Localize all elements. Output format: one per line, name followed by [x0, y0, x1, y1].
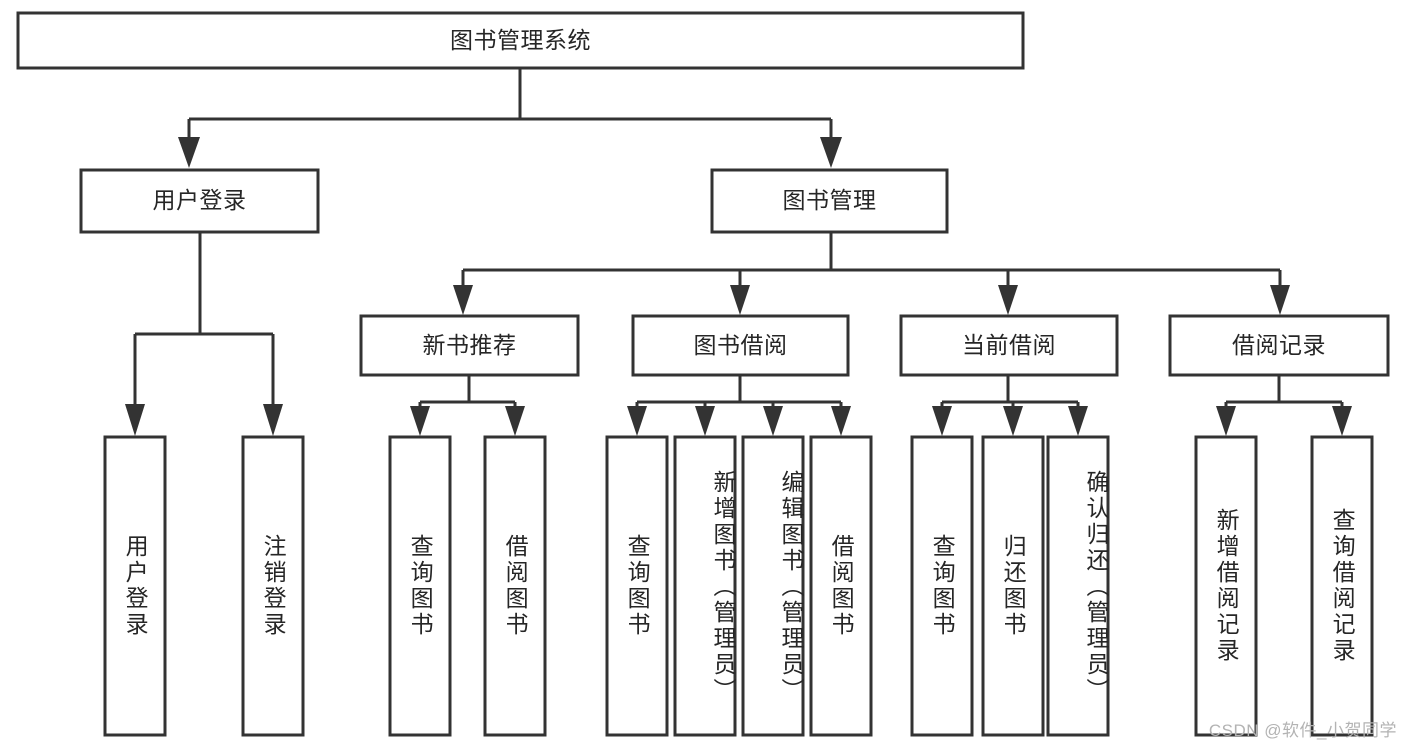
connector-group-book-mgmt: [453, 232, 1290, 315]
arrowhead-bb-query-book: [627, 406, 647, 436]
node-box-leaf-logout[interactable]: [241, 435, 305, 737]
arrowhead-bb-borrow-book: [831, 406, 851, 436]
node-box-book-management[interactable]: [710, 168, 949, 234]
node-box-leaf-br-add-record[interactable]: [1194, 435, 1258, 737]
arrowhead-leaf-logout: [263, 404, 283, 436]
node-box-leaf-bb-add-book[interactable]: [673, 435, 737, 737]
connector-group-user-login: [125, 232, 283, 436]
node-box-leaf-nb-borrow-book[interactable]: [483, 435, 547, 737]
node-box-leaf-cb-confirm-return[interactable]: [1046, 435, 1110, 737]
arrowhead-bb-edit-book: [763, 406, 783, 436]
node-box-leaf-bb-edit-book[interactable]: [741, 435, 805, 737]
node-box-leaf-cb-query-book[interactable]: [910, 435, 974, 737]
node-box-leaf-bb-borrow-book[interactable]: [809, 435, 873, 737]
node-box-current-borrow[interactable]: [899, 314, 1119, 377]
arrowhead-cb-confirm-return: [1068, 406, 1088, 436]
node-box-user-login[interactable]: [79, 168, 320, 234]
watermark-text: CSDN @软件_小贺同学: [1208, 721, 1397, 740]
arrowhead-book-mgmt: [820, 137, 842, 168]
connector-group-new-book: [410, 375, 525, 436]
connector-group-current-borrow: [932, 375, 1088, 436]
node-box-book-borrow[interactable]: [631, 314, 850, 377]
connector-group-book-borrow: [627, 375, 851, 436]
node-box-new-book-recommend[interactable]: [359, 314, 580, 377]
arrowhead-br-add-record: [1216, 406, 1236, 436]
connector-group-borrow-record: [1216, 375, 1352, 436]
arrowhead-br-query-record: [1332, 406, 1352, 436]
arrowhead-leaf-user-login: [125, 404, 145, 436]
node-box-leaf-nb-query-book[interactable]: [388, 435, 452, 737]
node-box-leaf-cb-return-book[interactable]: [981, 435, 1045, 737]
arrowhead-nb-query-book: [410, 406, 430, 436]
node-box-borrow-record[interactable]: [1168, 314, 1390, 377]
arrowhead-user-login: [178, 137, 200, 168]
arrowhead-current-borrow: [998, 285, 1018, 315]
arrowhead-cb-return-book: [1003, 406, 1023, 436]
arrowhead-borrow-record: [1270, 285, 1290, 315]
arrowhead-bb-add-book: [695, 406, 715, 436]
node-box-leaf-user-login[interactable]: [103, 435, 167, 737]
node-box-leaf-bb-query-book[interactable]: [605, 435, 669, 737]
connector-group-root: [178, 68, 842, 168]
arrowhead-nb-borrow-book: [505, 406, 525, 436]
node-box-root[interactable]: [16, 11, 1025, 70]
arrowhead-cb-query-book: [932, 406, 952, 436]
arrowhead-new-book: [453, 285, 473, 315]
node-box-leaf-br-query-record[interactable]: [1310, 435, 1374, 737]
arrowhead-book-borrow: [730, 285, 750, 315]
